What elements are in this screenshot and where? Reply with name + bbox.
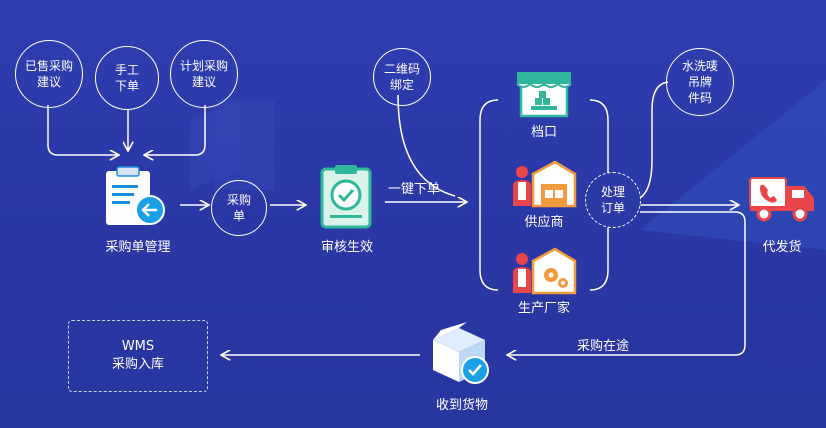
clipboard-arrow-icon	[106, 166, 165, 225]
process-order-node: 处理 订单	[585, 172, 641, 228]
supplier-vendor-label: 供应商	[524, 215, 564, 230]
wash-tag-node: 水洗唛 吊牌 件码	[666, 48, 734, 116]
supplier-bracket-left	[479, 99, 499, 291]
box-check-icon	[433, 322, 489, 384]
receive-label: 收到货物	[435, 398, 489, 413]
input-sold-purchase-suggestion: 已售采购 建议	[15, 40, 83, 108]
factory-icon	[513, 247, 577, 295]
connector	[508, 211, 746, 355]
purchase-mgmt-label: 采购单管理	[105, 240, 171, 255]
purchase-order-node: 采购 单	[211, 180, 267, 236]
input-plan-purchase-suggestion: 计划采购 建议	[170, 40, 238, 108]
input-manual-order: 手工 下单	[95, 46, 159, 110]
in-transit-label: 采购在途	[577, 339, 630, 354]
bg-decoration	[640, 80, 826, 250]
supplier-factory-label: 生产厂家	[517, 301, 571, 316]
qr-bind-node: 二维码 绑定	[373, 48, 431, 106]
wms-subtitle: 采购入库	[111, 357, 164, 372]
wms-inbound-box: WMS 采购入库	[68, 320, 208, 392]
stall-icon	[516, 72, 572, 118]
supplier-stall-label: 档口	[530, 125, 558, 140]
connector	[639, 81, 669, 199]
truck-icon	[749, 177, 814, 222]
connector	[397, 94, 456, 197]
clipboard-check-icon	[320, 165, 372, 229]
wms-title: WMS	[121, 339, 155, 354]
supplier-icon	[513, 160, 577, 208]
review-label: 审核生效	[320, 240, 374, 255]
dropship-label: 代发货	[762, 240, 802, 255]
bg-decoration	[190, 100, 240, 190]
connector	[145, 105, 206, 155]
connector	[47, 105, 118, 155]
one-click-order-label: 一键下单	[388, 182, 441, 197]
